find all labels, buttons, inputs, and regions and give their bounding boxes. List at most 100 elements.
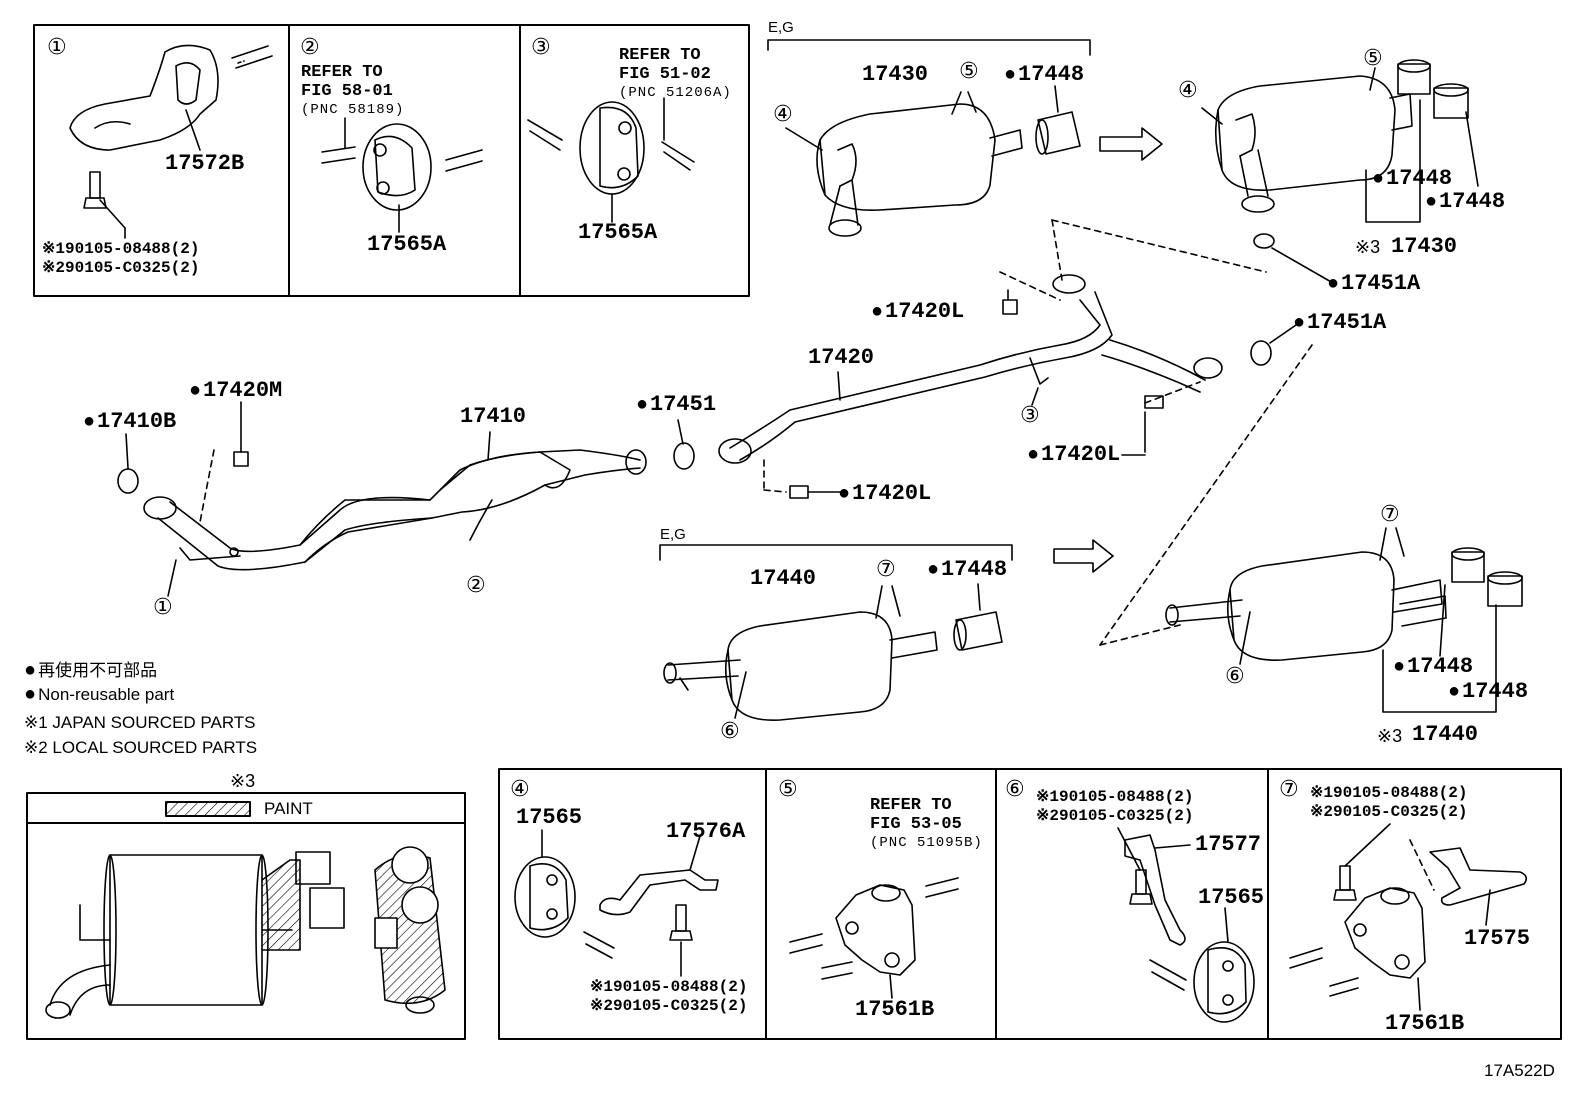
refer-fig-53-05-l2: FIG 53-05 — [870, 815, 962, 834]
part-17451a-b: 17451A — [1293, 312, 1386, 334]
insulator-17572b — [69, 44, 219, 151]
eg-label-top: E,G — [768, 19, 794, 36]
refer-fig-51-02-l3: (PNC 51206A) — [619, 85, 732, 101]
marker-5-muffler-17430: ⑤ — [959, 58, 979, 83]
part-17410b: 17410B — [83, 411, 176, 433]
note3-mark-17430: ※3 — [1355, 237, 1381, 257]
bolt-17420l-c — [789, 485, 841, 499]
bolt-note-box6: ※190105-08488(2)※290105-C0325(2) — [1036, 788, 1193, 826]
bolt-note-box7-l1: ※190105-08488(2) — [1310, 784, 1468, 802]
bolt-box4 — [669, 904, 693, 977]
marker-7-muffler-17440-alt: ⑦ — [1380, 501, 1400, 526]
hanger-box3 — [527, 97, 695, 223]
bracket-17575 — [1429, 847, 1528, 926]
hanger-box2 — [321, 117, 483, 233]
frame-boxes-bottom — [498, 768, 1562, 1040]
note3-mark-17440: ※3 — [1377, 726, 1403, 746]
muffler-17440 — [663, 585, 938, 721]
callout-3-box: ③ — [531, 34, 551, 59]
part-17420m: 17420M — [189, 380, 282, 402]
bracket-17577 — [1124, 834, 1191, 946]
hanger-17561b-box7 — [1289, 839, 1435, 1011]
part-17561b-box7: 17561B — [1385, 1011, 1465, 1036]
callout-7-box: ⑦ — [1279, 776, 1299, 801]
marker-4-muffler-17430-alt: ④ — [1178, 77, 1198, 102]
refer-fig-53-05-l3: (PNC 51095B) — [870, 835, 983, 851]
nut-17420m — [233, 401, 249, 467]
callout-2-box: ② — [300, 34, 320, 59]
legend-nonreusable-jp: 再使用不可部品 — [24, 660, 157, 680]
part-17430-alt: 17430 — [1391, 234, 1458, 259]
legend-nonreusable-en: Non-reusable part — [24, 684, 174, 704]
part-17448-c: 17448 — [1425, 191, 1505, 213]
part-17440: 17440 — [750, 566, 817, 591]
part-17451a-a: 17451A — [1327, 273, 1420, 295]
bolt-box6 — [1117, 827, 1153, 905]
part-17565a-box2: 17565A — [367, 232, 447, 257]
marker-6-muffler-17440: ⑥ — [720, 718, 740, 743]
legend-note-2: ※2 LOCAL SOURCED PARTS — [24, 738, 258, 757]
callout-1-box: ① — [47, 34, 67, 59]
hanger-17565-box4 — [514, 829, 615, 959]
bolt-17420l-b — [1121, 395, 1164, 456]
legend-note-1: ※1 JAPAN SOURCED PARTS — [24, 713, 256, 732]
paint-illustration — [45, 846, 446, 1019]
marker-1-bracket: ① — [153, 594, 173, 619]
gasket-17451 — [673, 419, 695, 470]
muffler-17430-alt — [1201, 59, 1479, 284]
frame-boxes-top — [33, 24, 750, 297]
marker-4-muffler-17430: ④ — [773, 101, 793, 126]
part-17430: 17430 — [862, 62, 929, 87]
part-17448-e: 17448 — [1393, 656, 1473, 678]
callout-6-box: ⑥ — [1005, 776, 1025, 801]
refer-fig-58-01-l3: (PNC 58189) — [301, 102, 405, 118]
part-17575: 17575 — [1464, 926, 1531, 951]
part-17420l-a: 17420L — [871, 301, 964, 323]
marker-6-muffler-17440-alt: ⑥ — [1225, 663, 1245, 688]
paint-label: PAINT — [264, 799, 313, 818]
bolt-note-box4: ※190105-08488(2)※290105-C0325(2) — [590, 978, 747, 1016]
bolt-note-box1-l1: ※190105-08488(2) — [42, 240, 200, 258]
tail-pipe-17448-d — [953, 583, 1003, 651]
bolt-box1 — [83, 171, 126, 239]
callout-4-box: ④ — [510, 776, 530, 801]
part-17565-box6: 17565 — [1198, 885, 1265, 910]
hanger-17565-box6 — [1149, 907, 1255, 1023]
refer-fig-51-02-l2: FIG 51-02 — [619, 65, 711, 84]
tail-pipe-17448-a — [1035, 85, 1081, 155]
part-17565a-box3: 17565A — [578, 220, 658, 245]
refer-fig-51-02-l1: REFER TO — [619, 46, 701, 65]
part-17565: 17565 — [516, 805, 583, 830]
dashed-leaders-top — [199, 219, 1313, 646]
refer-fig-53-05-l1: REFER TO — [870, 796, 952, 815]
part-17448-a: 17448 — [1004, 64, 1084, 86]
part-17448-b: 17448 — [1372, 168, 1452, 190]
sheet-id: 17A522D — [1484, 1061, 1555, 1080]
part-17448-d: 17448 — [927, 559, 1007, 581]
marker-7-muffler-17440: ⑦ — [876, 556, 896, 581]
part-17451: 17451 — [636, 394, 716, 416]
frame-paint-box — [26, 792, 466, 1040]
part-17561b-box5: 17561B — [855, 997, 935, 1022]
converter-pipe-17410 — [143, 431, 647, 597]
part-17576a: 17576A — [666, 819, 746, 844]
muffler-17440-alt — [1165, 527, 1523, 713]
eg-label-mid: E,G — [660, 526, 686, 543]
bolt-note-box7-l2: ※290105-C0325(2) — [1310, 803, 1468, 821]
part-17410: 17410 — [460, 404, 527, 429]
bracket-17576a — [599, 835, 719, 916]
bolt-note-box1-l2: ※290105-C0325(2) — [42, 259, 200, 277]
bolt-17420l-a — [1002, 289, 1018, 315]
part-17448-f: 17448 — [1448, 681, 1528, 703]
part-17577: 17577 — [1195, 832, 1262, 857]
gasket-17410b — [117, 433, 139, 494]
part-17420: 17420 — [808, 345, 875, 370]
bolt-note-box6-l1: ※190105-08488(2) — [1036, 788, 1194, 806]
part-17572b: 17572B — [165, 151, 245, 176]
callout-5-box: ⑤ — [778, 776, 798, 801]
part-17420l-b: 17420L — [1027, 444, 1120, 466]
